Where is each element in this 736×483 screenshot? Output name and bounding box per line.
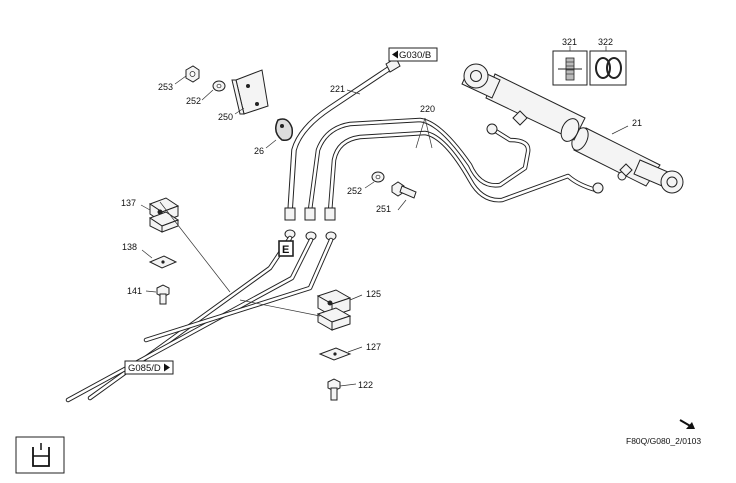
label-322: 322 bbox=[598, 37, 613, 47]
label-253: 253 bbox=[158, 82, 173, 92]
bolt-122 bbox=[327, 378, 341, 401]
ref-e-box: E bbox=[278, 240, 294, 257]
label-251: 251 bbox=[376, 204, 391, 214]
label-26: 26 bbox=[254, 146, 264, 156]
cylinder-21 bbox=[571, 127, 684, 194]
label-220: 220 bbox=[420, 104, 435, 114]
label-321: 321 bbox=[562, 37, 577, 47]
ref-g085d[interactable]: G085/D bbox=[124, 360, 174, 375]
part-322-box bbox=[589, 50, 627, 86]
label-137: 137 bbox=[121, 198, 136, 208]
washer-252-top bbox=[212, 80, 226, 92]
label-125: 125 bbox=[366, 289, 381, 299]
clamp-125 bbox=[316, 289, 352, 331]
drawing-code: F80Q/G080_2/0103 bbox=[626, 436, 701, 446]
beaker-icon bbox=[15, 436, 65, 474]
bracket-250 bbox=[231, 69, 269, 115]
label-250: 250 bbox=[218, 112, 233, 122]
label-127: 127 bbox=[366, 342, 381, 352]
label-252-top: 252 bbox=[186, 96, 201, 106]
clamp-137 bbox=[148, 197, 180, 233]
ref-g085d-label: G085/D bbox=[128, 363, 161, 374]
pipes-220 bbox=[307, 117, 604, 215]
leader-lines bbox=[140, 46, 629, 387]
plate-127 bbox=[318, 347, 352, 361]
nut-253 bbox=[185, 65, 200, 83]
label-21: 21 bbox=[632, 118, 642, 128]
label-141: 141 bbox=[127, 286, 142, 296]
ref-g030b[interactable]: G030/B bbox=[388, 47, 438, 62]
lower-hoses bbox=[65, 235, 334, 403]
part-321-box bbox=[552, 50, 588, 86]
plate-138 bbox=[148, 255, 178, 269]
fittings bbox=[284, 207, 337, 241]
clamp-26 bbox=[275, 118, 294, 141]
label-122: 122 bbox=[358, 380, 373, 390]
washer-252-mid bbox=[371, 171, 385, 183]
ref-e-label: E bbox=[282, 244, 289, 256]
arrow-right-icon bbox=[164, 363, 170, 372]
label-138: 138 bbox=[122, 242, 137, 252]
label-221: 221 bbox=[330, 84, 345, 94]
arrow-southeast-icon bbox=[679, 419, 695, 429]
part-labels: 253 252 250 26 221 220 321 322 21 252 25… bbox=[121, 37, 642, 390]
bolt-251 bbox=[391, 181, 417, 199]
cylinder-upper bbox=[461, 63, 586, 142]
bolt-141 bbox=[156, 284, 170, 305]
ref-g030b-label: G030/B bbox=[399, 50, 431, 61]
label-252-mid: 252 bbox=[347, 186, 362, 196]
arrow-left-icon bbox=[392, 50, 398, 59]
